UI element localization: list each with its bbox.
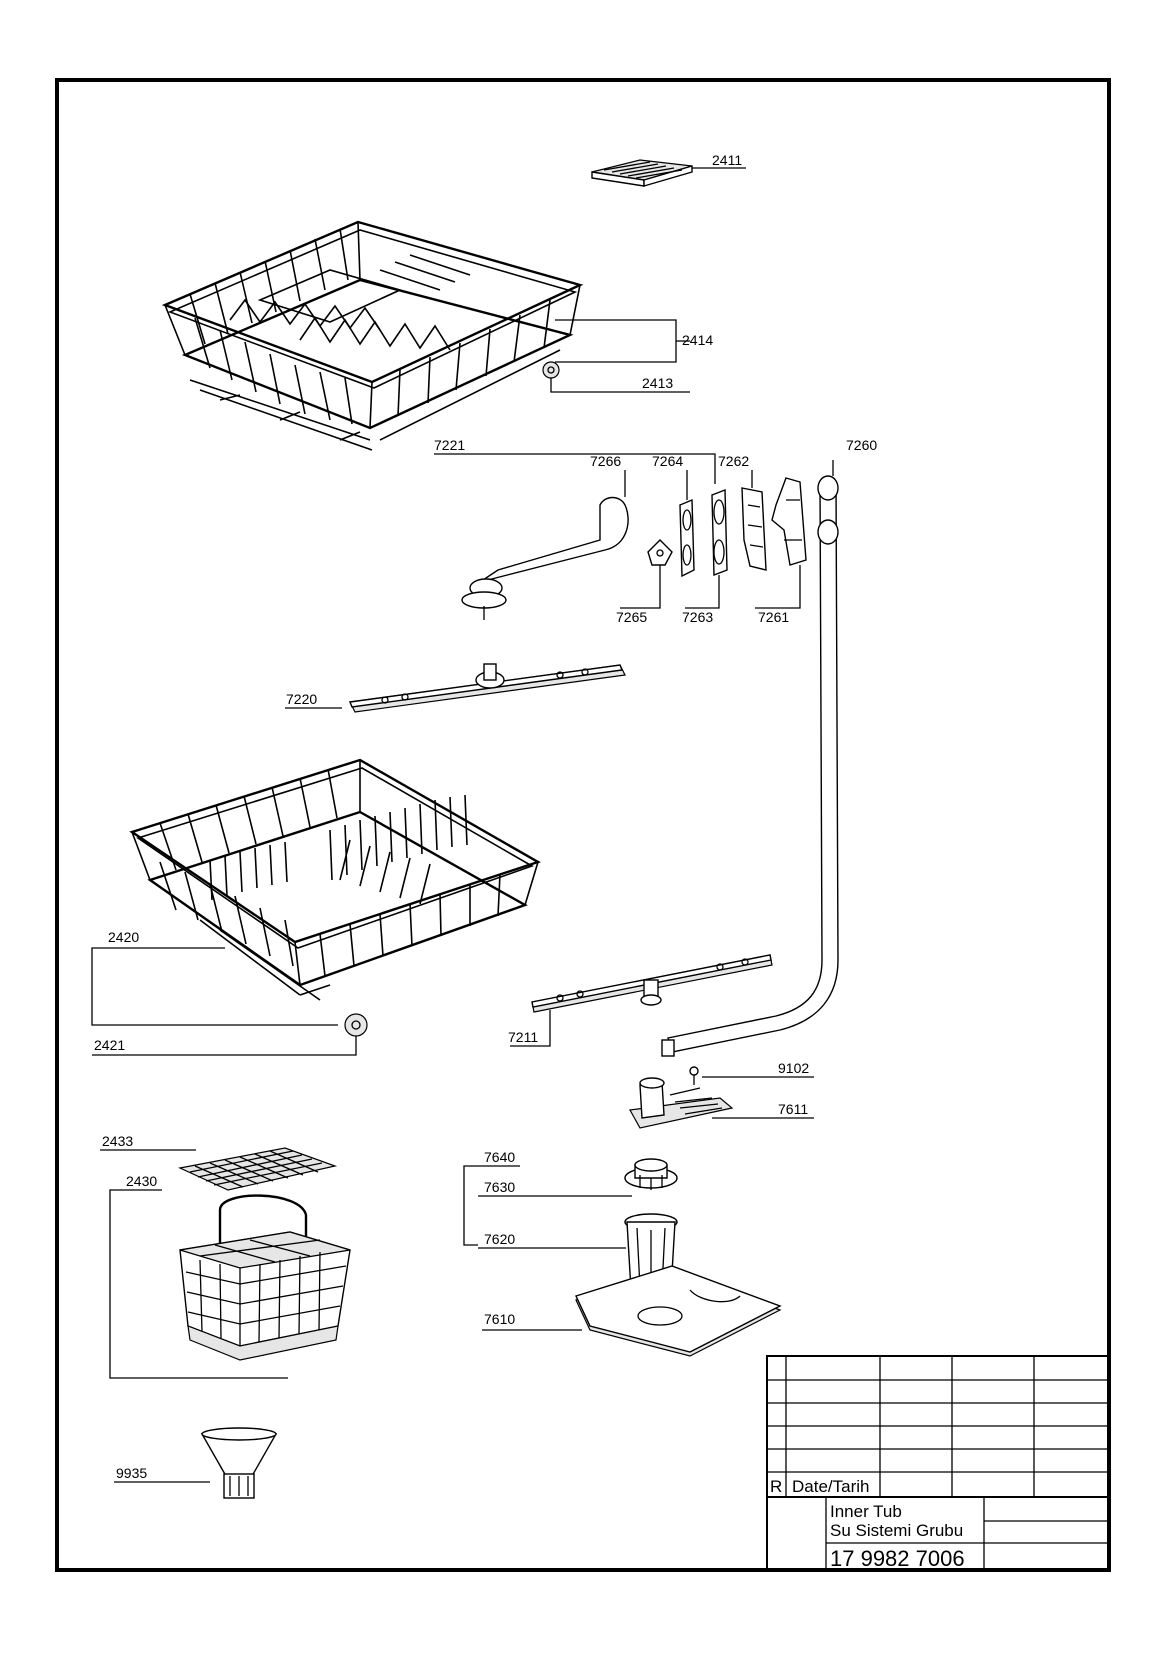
- part-2420-lower-basket: [129, 758, 541, 1001]
- drawing-frame: [55, 78, 1111, 1572]
- callout-7262: 7262: [718, 453, 749, 469]
- part-2413-wheel: [542, 361, 560, 379]
- callout-7264: 7264: [652, 453, 683, 469]
- callout-2413: 2413: [642, 375, 673, 391]
- part-7263-seal: [711, 488, 728, 577]
- callout-7610: 7610: [484, 1311, 515, 1327]
- part-2433-grid: [178, 1147, 338, 1191]
- callout-2414: 2414: [682, 332, 713, 348]
- callout-2420: 2420: [108, 929, 139, 945]
- leader-2430: [109, 1189, 288, 1379]
- leader-2413: [550, 378, 690, 393]
- callout-7630: 7630: [484, 1179, 515, 1195]
- part-2430-cutlery-basket: [179, 1194, 351, 1361]
- callout-7261: 7261: [758, 609, 789, 625]
- leader-2420: [91, 947, 338, 1026]
- part-2421-wheel: [344, 1013, 368, 1037]
- revision-label: R: [770, 1477, 782, 1496]
- part-7260-pipe: [661, 475, 839, 1057]
- callout-7260: 7260: [846, 437, 877, 453]
- part-7264-gasket: [679, 498, 695, 578]
- part-7220-spray-arm: [349, 663, 626, 713]
- leader-7263: [685, 575, 720, 609]
- callout-7221: 7221: [434, 437, 465, 453]
- callout-7263: 7263: [682, 609, 713, 625]
- callout-7266: 7266: [590, 453, 621, 469]
- part-9935-funnel: [200, 1427, 278, 1499]
- leader-box-7221: [434, 453, 716, 484]
- callout-2421: 2421: [94, 1037, 125, 1053]
- callout-9935: 9935: [116, 1465, 147, 1481]
- part-7630-filter-cap: [624, 1158, 678, 1190]
- callout-2411: 2411: [712, 152, 742, 168]
- callout-7211: 7211: [508, 1029, 538, 1045]
- callout-9102: 9102: [778, 1060, 809, 1076]
- callout-7220: 7220: [286, 691, 317, 707]
- drawing-number: 17 9982 7006: [830, 1546, 965, 1571]
- part-7262-bracket: [741, 487, 767, 571]
- part-7211-spray-arm: [531, 954, 773, 1013]
- callout-7611: 7611: [778, 1101, 808, 1117]
- part-7611-pump-housing: [629, 1077, 734, 1129]
- title-line-2: Su Sistemi Grubu: [830, 1521, 963, 1540]
- part-9102-screw: [689, 1066, 699, 1085]
- leader-box-7640: [463, 1165, 520, 1246]
- callout-2430: 2430: [126, 1173, 157, 1189]
- part-7266-arm: [461, 496, 629, 620]
- leader-2414: [555, 319, 677, 363]
- title-line-1: Inner Tub: [830, 1502, 902, 1521]
- leader-7261: [755, 565, 801, 609]
- part-2411-shelf: [591, 159, 746, 187]
- leader-7265: [620, 565, 661, 609]
- part-7265-clip: [647, 539, 673, 566]
- callout-7620: 7620: [484, 1231, 515, 1247]
- leader-7211: [510, 1010, 551, 1047]
- part-7261-holder: [771, 477, 807, 566]
- leader-2421: [92, 1036, 357, 1056]
- callout-7265: 7265: [616, 609, 647, 625]
- part-2414-upper-basket: [161, 220, 584, 451]
- part-7610-filter-plate: [575, 1265, 782, 1357]
- date-label: Date/Tarih: [792, 1477, 869, 1496]
- callout-2433: 2433: [102, 1133, 133, 1149]
- title-block: [766, 1355, 1110, 1571]
- callout-7640: 7640: [484, 1149, 515, 1165]
